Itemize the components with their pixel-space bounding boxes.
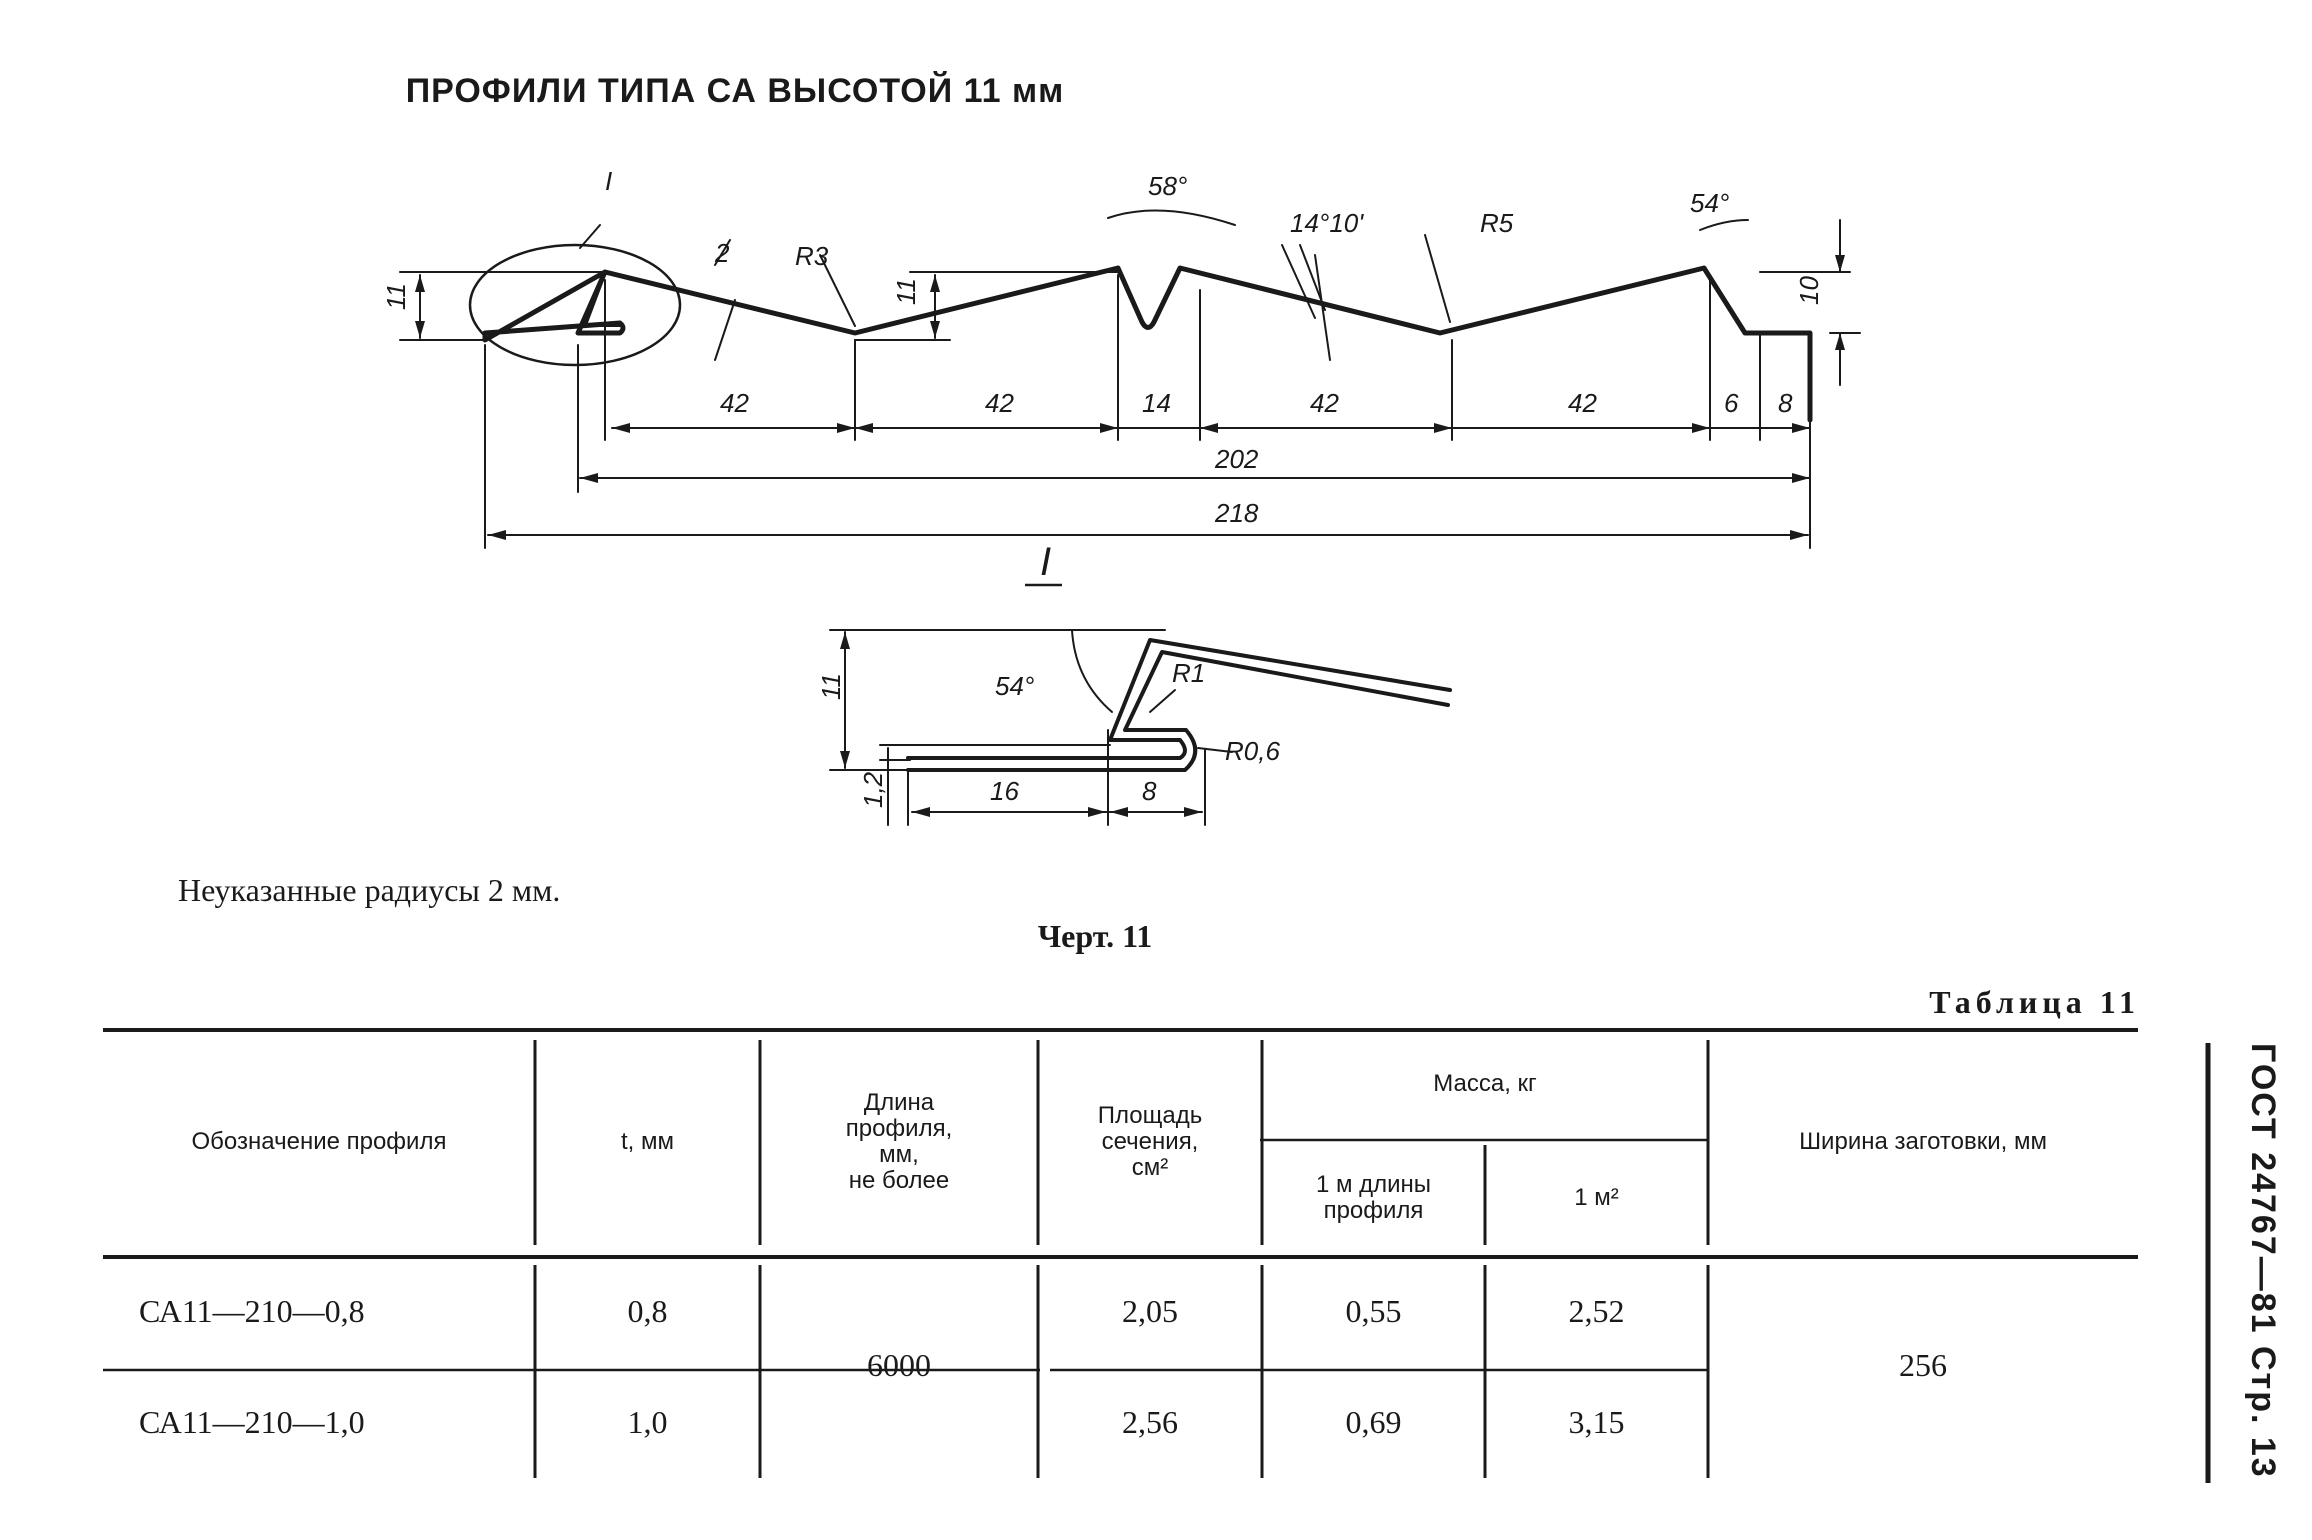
table-label: Таблица 11 — [1929, 984, 2140, 1020]
detail-dim-right-label: 8 — [1142, 776, 1157, 806]
dim-b-label: 42 — [985, 388, 1014, 418]
detail-radius-inner-label: R1 — [1172, 658, 1205, 688]
figure-caption: Черт. 11 — [1037, 918, 1153, 954]
dim-c-label: 14 — [1142, 388, 1171, 418]
col-width-header: Ширина заготовки, мм — [1799, 1127, 2047, 1155]
dim-d-label: 42 — [1310, 388, 1339, 418]
cell-mass-m: 0,55 — [1345, 1293, 1402, 1329]
side-header: ГОСТ 24767—81 Стр. 13 — [2244, 1043, 2282, 1479]
cell-length: 6000 — [867, 1347, 931, 1383]
col-mass-header: Масса, кг — [1433, 1070, 1537, 1097]
table-row: СА11—210—0,8 0,8 6000 2,05 0,55 2,52 256 — [103, 1255, 2138, 1383]
detail-height-label: 11 — [816, 673, 846, 700]
detail-callout-ellipse — [468, 243, 682, 367]
cell-thickness: 1,0 — [627, 1403, 668, 1440]
angle-top-label: 58° — [1148, 171, 1187, 201]
height-right-label: 10 — [1794, 276, 1824, 305]
col-designation-header: Обозначение профиля — [191, 1127, 447, 1155]
total-outer-label: 218 — [1214, 498, 1259, 528]
page-title: ПРОФИЛИ ТИПА СА ВЫСОТОЙ 11 мм — [405, 72, 1065, 110]
view-marker: I — [1040, 540, 1051, 584]
dim-f-label: 6 — [1724, 388, 1739, 418]
detail-dim-left-label: 16 — [990, 776, 1019, 806]
detail-thickness-label: 1,2 — [858, 771, 888, 808]
table-row: СА11—210—1,0 1,0 2,56 0,69 3,15 — [103, 1368, 2138, 1476]
cell-mass-m2: 2,52 — [1568, 1293, 1625, 1329]
height-mid-label: 11 — [891, 278, 921, 305]
detail-angle-label: 54° — [995, 671, 1034, 701]
total-inner-label: 202 — [1214, 444, 1259, 474]
cell-mass-m: 0,69 — [1345, 1403, 1402, 1440]
thickness-label: 2 — [714, 238, 730, 268]
cell-width: 256 — [1899, 1347, 1948, 1383]
cell-area: 2,56 — [1122, 1403, 1178, 1440]
callout-label: I — [605, 166, 612, 196]
cell-designation: СА11—210—0,8 — [139, 1293, 365, 1329]
detail-radius-outer-label: R0,6 — [1225, 736, 1280, 766]
cell-thickness: 0,8 — [627, 1293, 668, 1329]
cell-designation: СА11—210—1,0 — [139, 1403, 365, 1440]
dim-e-label: 42 — [1568, 388, 1597, 418]
dim-a-label: 42 — [720, 388, 749, 418]
angle-right-label: 54° — [1690, 188, 1729, 218]
height-left-label: 11 — [381, 283, 411, 310]
cell-mass-m2: 3,15 — [1568, 1403, 1625, 1440]
cell-area: 2,05 — [1122, 1293, 1178, 1329]
radius-left-label: R3 — [795, 241, 829, 271]
col-thickness-header: t, мм — [620, 1127, 674, 1155]
detail-outline — [906, 638, 1452, 772]
profile-outline — [482, 265, 1813, 423]
angle-mid-label: 14°10' — [1290, 208, 1364, 238]
radius-right-label: R5 — [1480, 208, 1514, 238]
note-text: Неуказанные радиусы 2 мм. — [178, 872, 561, 908]
col-mass-per-m2-header: 1 м² — [1574, 1183, 1619, 1211]
dim-g-label: 8 — [1778, 388, 1793, 418]
